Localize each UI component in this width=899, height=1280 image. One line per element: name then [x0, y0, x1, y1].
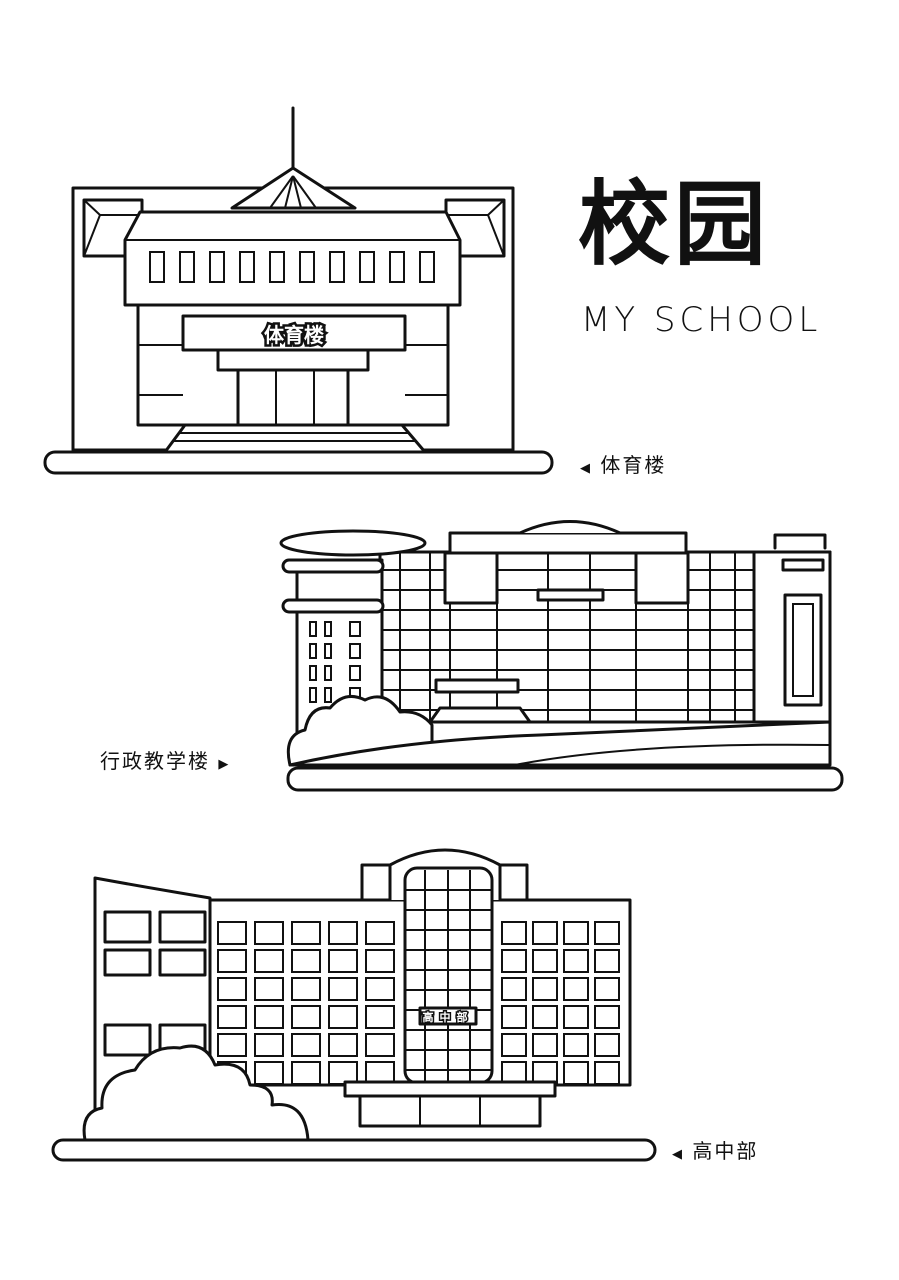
window [217, 1033, 247, 1057]
window [365, 1033, 395, 1057]
window [254, 1033, 284, 1057]
window [594, 949, 620, 973]
window [291, 1005, 321, 1029]
window [365, 1005, 395, 1029]
window [239, 251, 255, 283]
window [563, 977, 589, 1001]
window [309, 621, 317, 637]
admin-building [279, 520, 844, 792]
high-school-sign: 高中部 [423, 1010, 474, 1024]
window [532, 1033, 558, 1057]
window [291, 977, 321, 1001]
window [324, 621, 332, 637]
gym-building [43, 106, 554, 475]
window [254, 921, 284, 945]
window [309, 665, 317, 681]
window [309, 643, 317, 659]
gym-label: ◀ 体育楼 [580, 449, 666, 478]
window [329, 251, 345, 283]
window [291, 949, 321, 973]
window [328, 1005, 358, 1029]
window [349, 621, 361, 637]
window [563, 1061, 589, 1085]
window [254, 1061, 284, 1085]
window [328, 1033, 358, 1057]
window [328, 977, 358, 1001]
window [254, 949, 284, 973]
window [563, 949, 589, 973]
window [149, 251, 165, 283]
window [324, 687, 332, 703]
window [594, 1061, 620, 1085]
window [563, 921, 589, 945]
admin-label-text: 行政教学楼 [100, 749, 210, 773]
window [217, 977, 247, 1001]
page-title: 校园 [578, 170, 771, 278]
gym-label-text: 体育楼 [600, 453, 667, 477]
window [328, 1061, 358, 1085]
high-school-label: ◀ 高中部 [672, 1135, 758, 1164]
window [359, 251, 375, 283]
window [324, 665, 332, 681]
window [217, 1005, 247, 1029]
window [349, 665, 361, 681]
high-school-building [51, 848, 657, 1162]
pointer-left-icon: ◀ [580, 461, 592, 476]
window [291, 1033, 321, 1057]
admin-label: 行政教学楼 ▶ [100, 745, 230, 774]
window [532, 1005, 558, 1029]
window [501, 949, 527, 973]
window [291, 1061, 321, 1085]
window [365, 949, 395, 973]
window [209, 251, 225, 283]
window [532, 977, 558, 1001]
window [501, 1005, 527, 1029]
window [328, 921, 358, 945]
window [269, 251, 285, 283]
window [254, 1005, 284, 1029]
window [299, 251, 315, 283]
window [291, 921, 321, 945]
window [365, 921, 395, 945]
window [563, 1033, 589, 1057]
window [365, 977, 395, 1001]
window [594, 977, 620, 1001]
window [594, 921, 620, 945]
window [419, 251, 435, 283]
window [532, 921, 558, 945]
window [501, 921, 527, 945]
window [349, 643, 361, 659]
window [324, 643, 332, 659]
window [254, 977, 284, 1001]
window [389, 251, 405, 283]
gym-sign: 体育楼 [264, 323, 324, 347]
high-school-label-text: 高中部 [692, 1139, 759, 1163]
pointer-left-icon: ◀ [672, 1147, 684, 1162]
window [328, 949, 358, 973]
window [217, 949, 247, 973]
window [532, 949, 558, 973]
pointer-right-icon: ▶ [218, 757, 231, 772]
page-subtitle: MY SCHOOL [581, 300, 822, 340]
window [217, 921, 247, 945]
window [563, 1005, 589, 1029]
window [501, 977, 527, 1001]
window [594, 1033, 620, 1057]
window [179, 251, 195, 283]
window [309, 687, 317, 703]
window [594, 1005, 620, 1029]
window [501, 1033, 527, 1057]
